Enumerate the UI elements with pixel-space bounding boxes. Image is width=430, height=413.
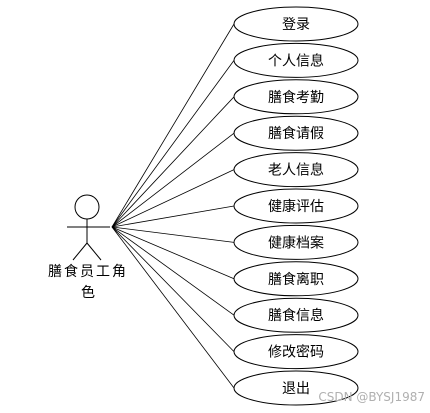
use-case-ellipse <box>233 6 359 42</box>
association-line <box>111 132 235 228</box>
association-line <box>111 96 235 228</box>
use-case-label: 退出 <box>282 381 310 397</box>
use-case: 修改密码 <box>233 334 359 370</box>
association-line <box>111 226 235 316</box>
watermark: CSDN @BYSJ1987 <box>318 390 425 404</box>
actor: 膳食员工角 色 <box>48 194 128 301</box>
use-case-ellipse <box>233 152 359 188</box>
use-case: 老人信息 <box>233 152 359 188</box>
use-case: 健康评估 <box>233 188 359 224</box>
association-lines <box>111 23 235 389</box>
use-case-label: 个人信息 <box>268 52 324 69</box>
use-case-label: 膳食请假 <box>268 125 324 142</box>
use-case-label: 膳食离职 <box>268 271 324 288</box>
use-case-ellipse <box>233 42 359 78</box>
association-line <box>111 169 235 228</box>
use-case-ellipse <box>233 79 359 115</box>
use-case-label: 膳食信息 <box>268 307 324 324</box>
use-case: 个人信息 <box>233 42 359 78</box>
use-case-ellipse <box>233 224 359 260</box>
use-case: 膳食信息 <box>233 297 359 333</box>
actor-left-leg <box>72 242 88 261</box>
actor-label-line1: 膳食员工角 <box>48 263 128 280</box>
association-line <box>111 226 235 352</box>
use-case-label: 老人信息 <box>268 162 324 179</box>
use-case-ellipse <box>233 297 359 333</box>
use-case-label: 膳食考勤 <box>268 89 324 106</box>
association-line <box>111 60 235 228</box>
use-case: 膳食离职 <box>233 261 359 297</box>
use-case: 登录 <box>233 6 359 42</box>
use-case-ellipse <box>233 334 359 370</box>
use-case-label: 修改密码 <box>268 344 324 361</box>
use-case: 膳食请假 <box>233 115 359 151</box>
use-case-ellipse <box>233 370 359 406</box>
use-case-label: 健康档案 <box>268 234 324 251</box>
association-line <box>111 23 235 228</box>
association-line <box>111 226 235 389</box>
association-line <box>111 226 235 243</box>
use-case: 膳食考勤 <box>233 79 359 115</box>
actor-label-line2: 色 <box>81 284 95 301</box>
use-case: 退出 <box>233 370 359 406</box>
use-case: 健康档案 <box>233 224 359 260</box>
use-case-ellipse <box>233 115 359 151</box>
use-case-label: 健康评估 <box>268 198 324 215</box>
use-case-ellipse <box>233 188 359 224</box>
association-line <box>111 226 235 280</box>
use-case-label: 登录 <box>282 17 310 33</box>
use-case-ellipse <box>233 261 359 297</box>
actor-right-leg <box>86 242 102 261</box>
actor-head <box>74 194 100 220</box>
association-line <box>111 205 235 228</box>
